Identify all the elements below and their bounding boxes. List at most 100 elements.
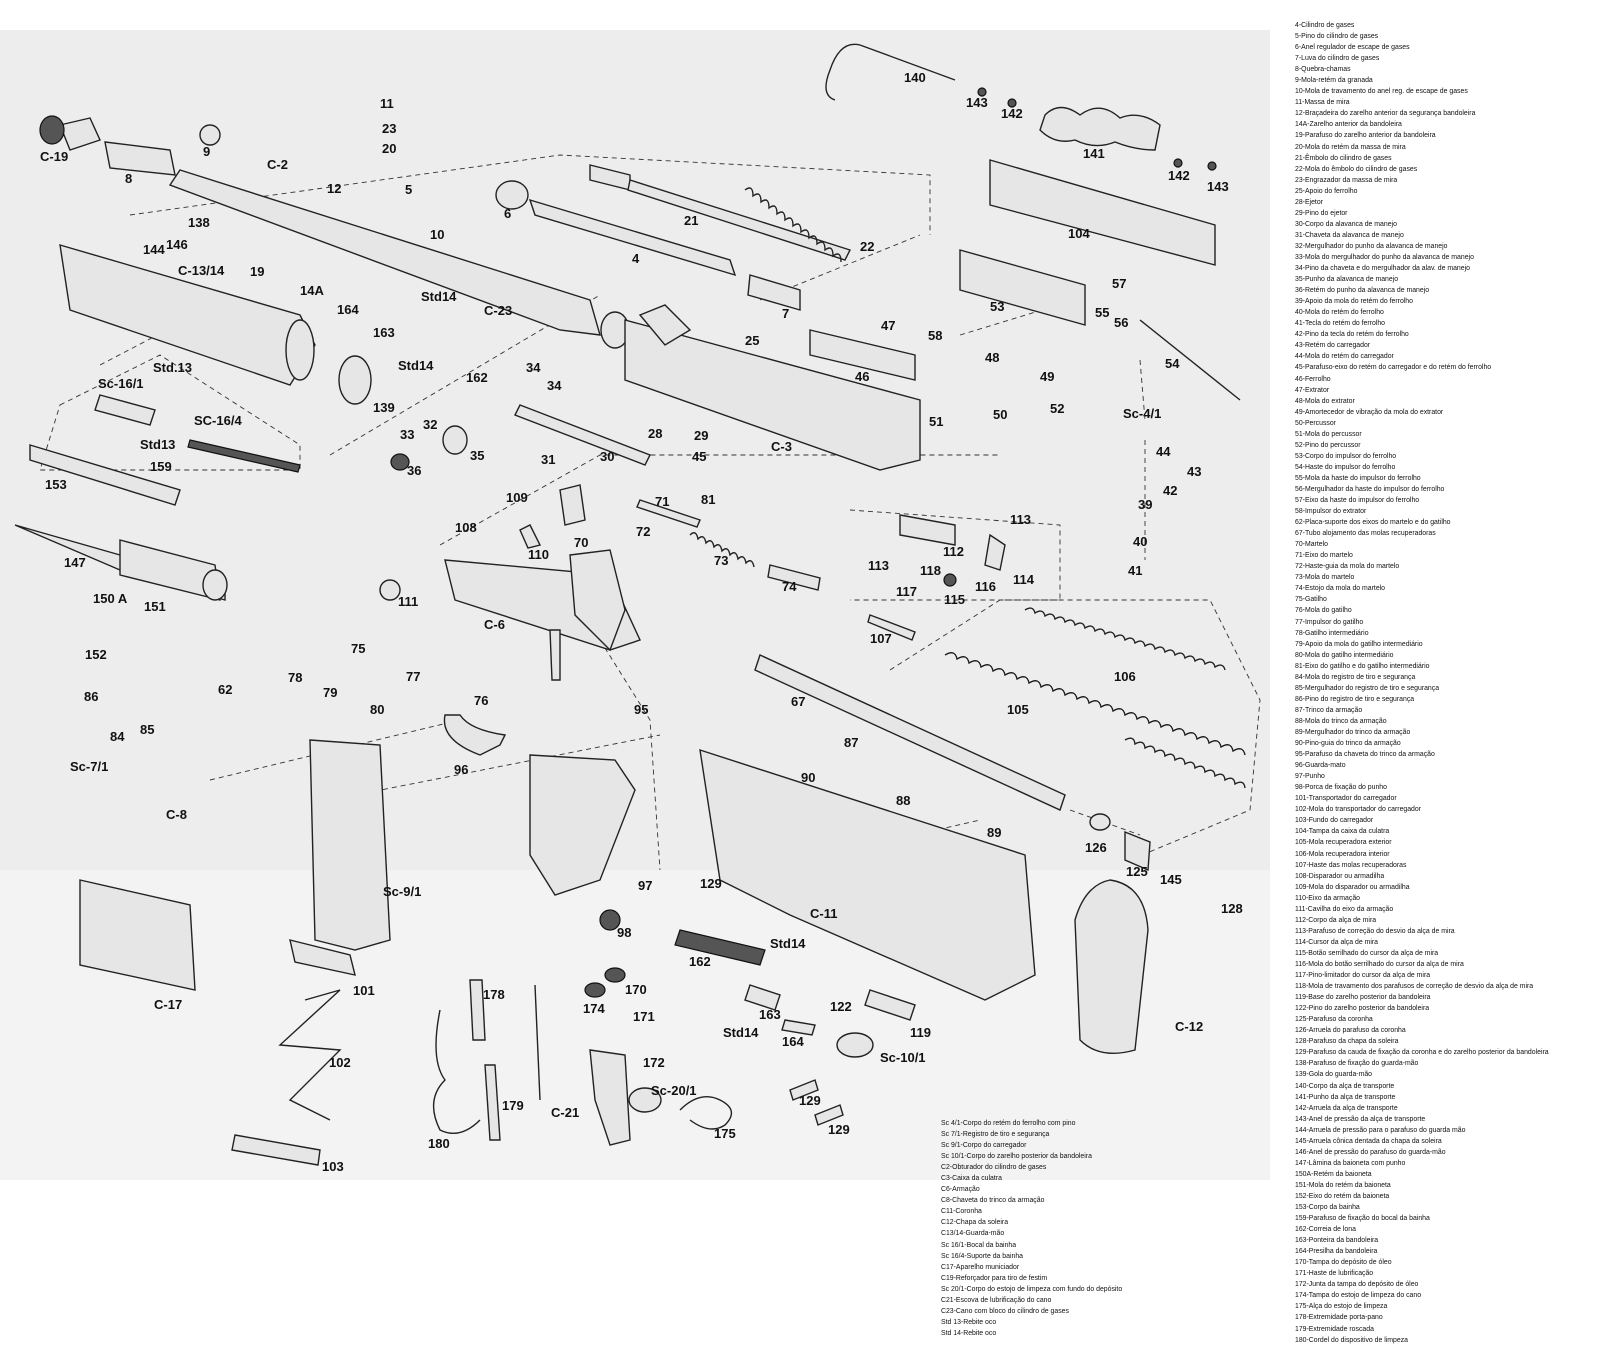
legend-item: 9-Mola-retém da granada: [1295, 77, 1373, 85]
callout-std13b: Std13: [140, 437, 175, 452]
callout-163b: 163: [759, 1007, 781, 1022]
legend-item: 145-Arruela cônica dentada da chapa da s…: [1295, 1137, 1442, 1145]
callout-62: 62: [218, 682, 232, 697]
legend-item: 102-Mola do transportador do carregador: [1295, 806, 1422, 814]
callout-48: 48: [985, 350, 999, 365]
callout-88: 88: [896, 793, 910, 808]
legend-item: 7-Luva do cilindro de gases: [1295, 55, 1380, 63]
legend-item: 30-Corpo da alavanca de manejo: [1295, 220, 1397, 228]
callout-77: 77: [406, 669, 420, 684]
callout-c17: C-17: [154, 997, 182, 1012]
legend-item: 51-Mola do percussor: [1295, 430, 1362, 438]
legend-item: 104-Tampa da caixa da culatra: [1295, 828, 1390, 836]
callout-30: 30: [600, 449, 614, 464]
callout-87: 87: [844, 735, 858, 750]
legend-item: 31-Chaveta da alavanca de manejo: [1295, 231, 1404, 239]
legend-item: Std 14-Rebite oco: [941, 1329, 997, 1337]
legend-item: 162-Correia de lona: [1295, 1226, 1356, 1234]
callout-175: 175: [714, 1126, 736, 1141]
callout-109: 109: [506, 490, 528, 505]
callout-c2: C-2: [267, 157, 288, 172]
legend-item: 62-Placa-suporte dos eixos do martelo e …: [1295, 519, 1451, 527]
legend-item: 40-Mola do retém do ferrolho: [1295, 309, 1384, 317]
legend-item: 86-Pino do registro de tiro e segurança: [1295, 695, 1415, 703]
legend-item: 103-Fundo do carregador: [1295, 817, 1374, 825]
legend-item: 87-Trinco da armação: [1295, 706, 1363, 714]
legend-item: 49-Amortecedor de vibração da mola do ex…: [1295, 408, 1444, 416]
legend-item: 45-Parafuso-eixo do retém do carregador …: [1295, 364, 1492, 372]
legend-item: 107-Haste das molas recuperadoras: [1295, 861, 1407, 869]
parts-legend-lettered: Sc 4/1-Corpo do retém do ferrolho com pi…: [941, 1118, 1122, 1339]
callout-sc161: Sc-16/1: [98, 376, 144, 391]
legend-item: 114-Cursor da alça de mira: [1295, 938, 1378, 946]
bayonet-group: [14, 394, 301, 601]
lower-receiver-c6: [379, 484, 821, 681]
legend-item: 147-Lâmina da baioneta com punho: [1295, 1159, 1406, 1167]
legend-item: C17-Aparelho municiador: [941, 1263, 1020, 1271]
legend-item: 79-Apoio da mola do gatilho intermediári…: [1295, 640, 1423, 648]
callout-std14d: Std14: [723, 1025, 759, 1040]
callout-78: 78: [288, 670, 302, 685]
callout-29: 29: [694, 428, 708, 443]
callout-sc164: SC-16/4: [194, 413, 242, 428]
legend-item: 117-Pino-limitador do cursor da alça de …: [1295, 972, 1431, 980]
callout-104: 104: [1068, 226, 1090, 241]
callout-23: 23: [382, 121, 396, 136]
legend-item: 78-Gatilho intermediário: [1295, 629, 1369, 637]
callout-56: 56: [1114, 315, 1128, 330]
callout-7: 7: [782, 306, 789, 321]
legend-item: 20-Mola do retém da massa de mira: [1295, 143, 1406, 151]
callout-40: 40: [1133, 534, 1147, 549]
callout-85: 85: [140, 722, 154, 737]
callout-90: 90: [801, 770, 815, 785]
callout-141: 141: [1083, 146, 1105, 161]
callout-c6: C-6: [484, 617, 505, 632]
callout-139: 139: [373, 400, 395, 415]
callout-138: 138: [188, 215, 210, 230]
legend-item: 164-Presilha da bandoleira: [1295, 1248, 1378, 1256]
callout-55: 55: [1095, 305, 1109, 320]
legend-item: 115-Botão serrilhado do cursor da alça d…: [1295, 949, 1439, 957]
legend-item: 72-Haste-guia da mola do martelo: [1295, 563, 1400, 571]
legend-item: 174-Tampa do estojo de limpeza do cano: [1295, 1292, 1422, 1300]
top-cover-group: [959, 159, 1241, 401]
callout-144: 144: [143, 242, 165, 257]
carrying-handle: [825, 43, 1217, 171]
legend-item: 54-Haste do impulsor do ferrolho: [1295, 463, 1396, 471]
legend-item: C19-Reforçador para tiro de festim: [941, 1274, 1048, 1282]
legend-item: 159-Parafuso de fixação do bocal da bain…: [1295, 1215, 1430, 1223]
legend-item: 96-Guarda-mato: [1295, 762, 1346, 770]
callout-6: 6: [504, 206, 511, 221]
legend-item: 125-Parafuso da coronha: [1295, 1016, 1373, 1024]
callout-sc201: Sc-20/1: [651, 1083, 697, 1098]
handguard-c1314: [59, 244, 372, 405]
receiver-c3: [390, 304, 921, 471]
callout-163a: 163: [373, 325, 395, 340]
legend-item: 163-Ponteira da bandoleira: [1295, 1237, 1379, 1245]
legend-item: 109-Mola do disparador ou armadilha: [1295, 883, 1410, 891]
callout-122: 122: [830, 999, 852, 1014]
callout-45: 45: [692, 449, 706, 464]
legend-item: 106-Mola recuperadora interior: [1295, 850, 1390, 858]
callout-105: 105: [1007, 702, 1029, 717]
callout-128: 128: [1221, 901, 1243, 916]
legend-item: 142-Arruela da alça de transporte: [1295, 1104, 1398, 1112]
callout-41: 41: [1128, 563, 1142, 578]
legend-item: 55-Mola da haste do impulsor do ferrolho: [1295, 474, 1421, 482]
legend-item: 140-Corpo da alça de transporte: [1295, 1082, 1395, 1090]
callout-25: 25: [745, 333, 759, 348]
legend-item: 19-Parafuso do zarelho anterior da bando…: [1295, 132, 1436, 140]
callout-106: 106: [1114, 669, 1136, 684]
callout-35: 35: [470, 448, 484, 463]
callout-179: 179: [502, 1098, 524, 1113]
callout-80: 80: [370, 702, 384, 717]
legend-item: Sc 16/1-Bocal da bainha: [941, 1241, 1017, 1249]
legend-item: 48-Mola do extrator: [1295, 397, 1355, 405]
callout-51: 51: [929, 414, 943, 429]
callout-76: 76: [474, 693, 488, 708]
legend-item: 170-Tampa do depósito de óleo: [1295, 1259, 1392, 1267]
callout-11: 11: [380, 96, 394, 111]
legend-item: 105-Mola recuperadora exterior: [1295, 839, 1392, 847]
callout-81: 81: [701, 492, 715, 507]
